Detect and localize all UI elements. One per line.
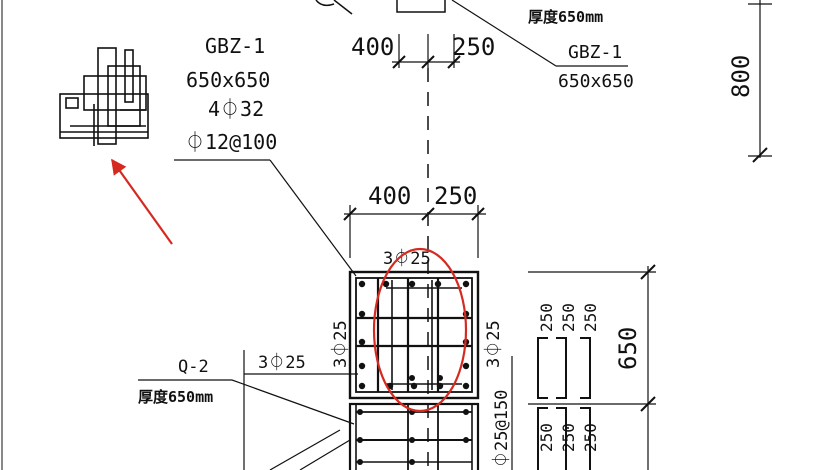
right-dim-650: 650: [614, 327, 642, 370]
bars-top-label: 3⏀25: [383, 248, 431, 269]
column-callout: GBZ-1 650x650 4⏀32 ⏀12@100: [174, 34, 357, 277]
wall-stirrups-label: ⏀25@150: [491, 390, 512, 468]
bars-wall-label: 3⏀25: [258, 352, 306, 373]
top-callout-size: 650x650: [558, 71, 634, 92]
column-stirrups: ⏀12@100: [185, 130, 277, 154]
gbz-column-thumbnail: [59, 47, 149, 146]
wall-name: Q-2: [178, 357, 209, 377]
wall-thickness: 厚度650mm: [138, 388, 213, 406]
right-dim-800: 800: [727, 55, 755, 98]
stirrup-dim-bottom-1: 250: [537, 423, 556, 452]
top-callout-name: GBZ-1: [568, 42, 622, 63]
red-arrow-annotation: [111, 158, 173, 245]
stirrup-dim-bottom-3: 250: [581, 423, 600, 452]
bars-right-label: 3⏀25: [483, 320, 504, 368]
top-dim-400: 400: [351, 33, 394, 61]
stirrup-dim-top-2: 250: [559, 303, 578, 332]
mid-dim-250: 250: [434, 182, 477, 210]
mid-dimension-row: 400 250: [343, 182, 486, 258]
top-section: 400 250 厚度650mm GBZ-1 650x650: [315, 0, 634, 92]
top-dim-250: 250: [452, 33, 495, 61]
top-thickness-label: 厚度650mm: [528, 8, 603, 26]
bars-left-label: 3⏀25: [330, 320, 351, 368]
rebar-dots: [358, 280, 470, 390]
stirrup-detail: 650 250 250 250 250 250 250: [528, 264, 656, 470]
mid-dim-400: 400: [368, 182, 411, 210]
column-section: 3⏀25 3⏀25 3⏀25: [330, 248, 504, 400]
right-dimension-800: 800: [727, 0, 772, 163]
stirrup-dim-top-1: 250: [537, 303, 556, 332]
wall-section: 3⏀25 Q-2 厚度650mm ⏀25@150: [138, 350, 513, 470]
red-ellipse-annotation: [372, 247, 468, 413]
column-name: GBZ-1: [205, 34, 265, 58]
column-size: 650x650: [186, 68, 270, 92]
stirrup-dim-bottom-2: 250: [559, 423, 578, 452]
stirrup-dim-top-3: 250: [581, 303, 600, 332]
column-main-bars: 4⏀32: [208, 97, 264, 121]
